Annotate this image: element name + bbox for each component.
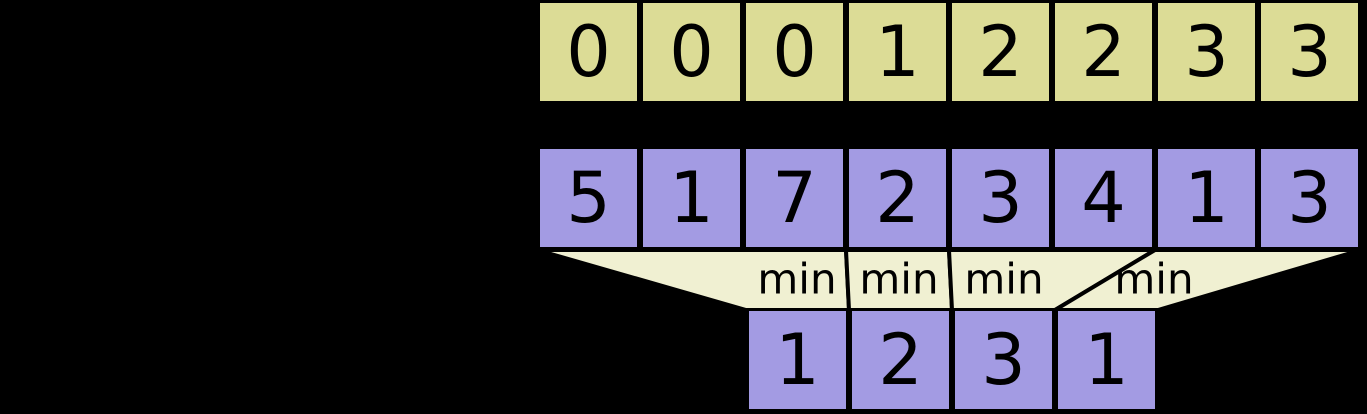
- input-value-cell: 3: [949, 146, 1052, 250]
- output-value-cell: 3: [952, 308, 1055, 412]
- segment-id-cell: 0: [743, 0, 846, 104]
- min-operator-label: min: [859, 255, 938, 304]
- input-value-cell: 4: [1052, 146, 1155, 250]
- min-operator-label: min: [1114, 255, 1193, 304]
- input-value-cell: 5: [537, 146, 640, 250]
- min-funnel-segment: [1047, 248, 1362, 312]
- input-value-cell: 2: [846, 146, 949, 250]
- input-value-cell: 1: [640, 146, 743, 250]
- segment-id-cell: 0: [537, 0, 640, 104]
- segment-id-cell: 2: [949, 0, 1052, 104]
- output-value-cell: 1: [1055, 308, 1158, 412]
- min-operator-label: min: [757, 255, 836, 304]
- input-value-cell: 1: [1155, 146, 1258, 250]
- input-value-cell: 3: [1258, 146, 1361, 250]
- segment-id-cell: 1: [846, 0, 949, 104]
- min-reduction-band: min min min min: [0, 240, 1367, 320]
- segment-id-cell: 3: [1155, 0, 1258, 104]
- input-value-cell: 7: [743, 146, 846, 250]
- input-value-row: 5 1 7 2 3 4 1 3: [537, 146, 1361, 250]
- min-operator-label: min: [964, 255, 1043, 304]
- segment-id-row: 0 0 0 1 2 2 3 3: [537, 0, 1361, 104]
- output-value-cell: 2: [849, 308, 952, 412]
- segment-id-cell: 0: [640, 0, 743, 104]
- output-value-row: 1 2 3 1: [746, 308, 1158, 412]
- segment-id-cell: 2: [1052, 0, 1155, 104]
- output-value-cell: 1: [746, 308, 849, 412]
- segment-id-cell: 3: [1258, 0, 1361, 104]
